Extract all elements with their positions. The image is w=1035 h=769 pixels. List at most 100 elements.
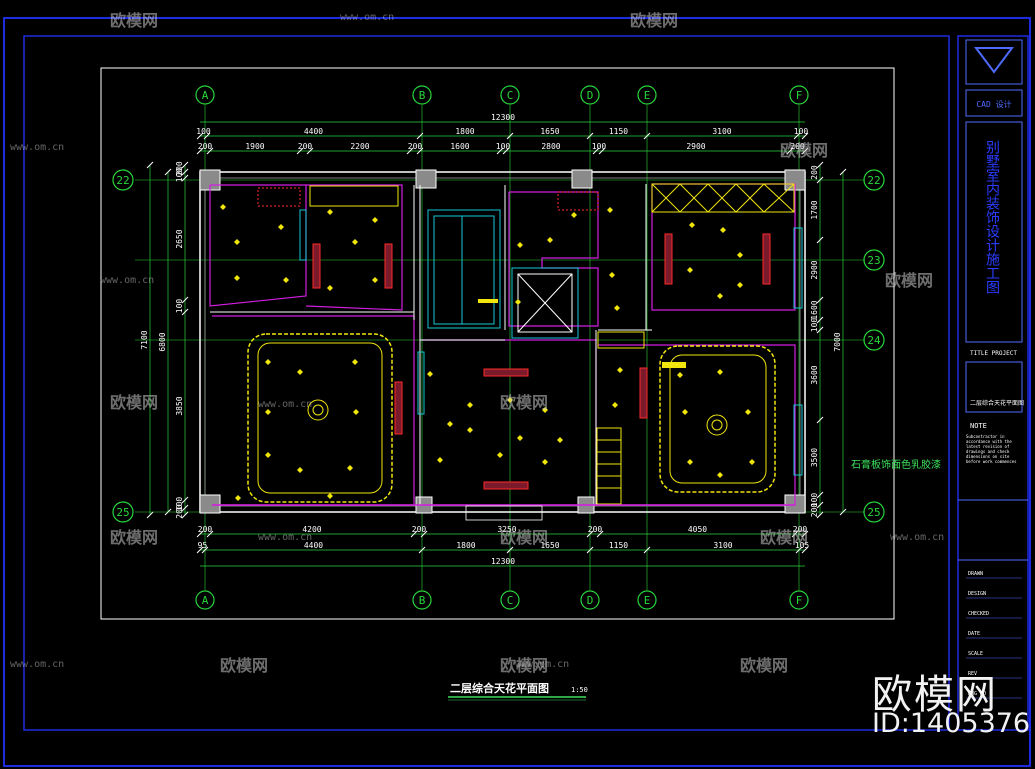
axis-label-A: A bbox=[202, 594, 209, 607]
dimension-label: 200 bbox=[790, 142, 805, 151]
downlight-icon bbox=[507, 397, 513, 403]
linear-lights bbox=[312, 233, 771, 490]
dimension-label: 95 bbox=[198, 541, 208, 550]
url-watermark: www.om.cn bbox=[258, 532, 312, 543]
title-block-field-label: DESIGN bbox=[968, 591, 986, 597]
downlight-icon bbox=[717, 369, 723, 375]
downlight-icon bbox=[467, 402, 473, 408]
dimension-label: 7000 bbox=[833, 332, 842, 351]
dimension-label: 200 bbox=[810, 503, 819, 518]
downlight-icon bbox=[617, 367, 623, 373]
inner-frame bbox=[23, 35, 950, 731]
axis-bubble-C bbox=[500, 590, 520, 610]
axis-label-D: D bbox=[587, 89, 594, 102]
downlight-icon bbox=[278, 224, 284, 230]
downlight-icon bbox=[265, 409, 271, 415]
dimension-label: 100 bbox=[175, 168, 184, 183]
axis-bubble-F bbox=[789, 85, 809, 105]
brand-watermark: 欧模网 bbox=[500, 528, 548, 547]
axis-label-E: E bbox=[644, 89, 651, 102]
brand-watermark: 欧模网 bbox=[740, 656, 788, 675]
ceiling-annotation: 石膏板饰面色乳胶漆 bbox=[851, 458, 941, 471]
downlight-icon bbox=[517, 242, 523, 248]
stair-shaft bbox=[427, 209, 579, 339]
company-line: CAD 设计 bbox=[976, 99, 1011, 109]
axis-bubble-A bbox=[195, 590, 215, 610]
title-block-field-label: DATE bbox=[968, 631, 980, 637]
axis-bubble-22 bbox=[863, 169, 885, 191]
downlight-icon bbox=[612, 402, 618, 408]
dimension-label: 1700 bbox=[810, 200, 819, 219]
axis-label-22: 22 bbox=[116, 174, 129, 187]
brand-watermark: 欧模网 bbox=[500, 393, 548, 412]
dimension-label: 4400 bbox=[304, 541, 323, 550]
downlight-icon bbox=[352, 359, 358, 365]
axis-bubble-B bbox=[412, 85, 432, 105]
note-label: NOTE bbox=[970, 422, 987, 430]
axis-label-F: F bbox=[796, 89, 803, 102]
drawing-scale: 1:50 bbox=[571, 686, 588, 694]
downlight-icon bbox=[517, 435, 523, 441]
dimension-label: 1900 bbox=[245, 142, 264, 151]
downlight-icon bbox=[607, 207, 613, 213]
downlight-icon bbox=[347, 465, 353, 471]
downlight-icon bbox=[447, 421, 453, 427]
floor-plan bbox=[199, 169, 806, 521]
dimension-label: 200 bbox=[412, 525, 427, 534]
drawing-title: 二层综合天花平面图 bbox=[450, 681, 549, 695]
axis-bubble-23 bbox=[863, 249, 885, 271]
downlight-icon bbox=[542, 459, 548, 465]
downlight-icon bbox=[571, 212, 577, 218]
downlight-icon bbox=[737, 252, 743, 258]
downlight-icon bbox=[682, 409, 688, 415]
title-block: CAD 设计 别墅室内装饰设计施工图 TITLE PROJECT 二层综合天花平… bbox=[957, 35, 1029, 731]
dimension-label: 4400 bbox=[304, 127, 323, 136]
axis-label-22: 22 bbox=[867, 174, 880, 187]
dimension-label: 200 bbox=[198, 525, 213, 534]
sheet-border bbox=[100, 67, 895, 620]
downlight-icon bbox=[234, 275, 240, 281]
axis-bubble-C bbox=[500, 85, 520, 105]
downlight-icon bbox=[749, 459, 755, 465]
dimension-label: 1600 bbox=[450, 142, 469, 151]
downlight-icon bbox=[220, 204, 226, 210]
title-block-field-label: CHECKED bbox=[968, 611, 989, 617]
axis-bubble-F bbox=[789, 590, 809, 610]
axis-label-B: B bbox=[419, 594, 426, 607]
url-watermark: www.om.cn bbox=[10, 659, 64, 670]
coffer-ceilings bbox=[247, 333, 776, 503]
axis-bubble-B bbox=[412, 590, 432, 610]
image-id-watermark: ID:1405376 bbox=[872, 708, 1031, 739]
note-text: Subcontractor in accordance with the lat… bbox=[966, 434, 1017, 464]
dimension-label: 3850 bbox=[175, 396, 184, 415]
dimension-label: 100 bbox=[496, 142, 511, 151]
dimension-label: 7100 bbox=[140, 330, 149, 349]
downlight-icon bbox=[720, 227, 726, 233]
dimension-total-bottom: 12300 bbox=[491, 557, 515, 566]
axis-label-25: 25 bbox=[116, 506, 129, 519]
title-block-field-label: DRAWN bbox=[968, 571, 983, 577]
downlight-icon bbox=[327, 493, 333, 499]
downlight-icon bbox=[353, 409, 359, 415]
brand-watermark: 欧模网 bbox=[110, 393, 158, 412]
axis-bubble-E bbox=[637, 85, 657, 105]
title-block-drawing-name: 二层综合天花平面图 bbox=[970, 399, 1024, 407]
title-block-field-label: REV bbox=[968, 671, 977, 677]
axis-label-E: E bbox=[644, 594, 651, 607]
url-watermark: www.om.cn bbox=[258, 399, 312, 410]
axis-bubble-D bbox=[580, 85, 600, 105]
downlight-icon bbox=[745, 409, 751, 415]
dimension-label: 100 bbox=[794, 127, 809, 136]
url-watermark: www.om.cn bbox=[515, 659, 569, 670]
downlight-icon bbox=[327, 285, 333, 291]
structural-columns bbox=[199, 169, 806, 514]
dimension-label: 6800 bbox=[158, 332, 167, 351]
company-logo-icon bbox=[974, 47, 1014, 74]
downlight-icon bbox=[547, 237, 553, 243]
chandelier-icon bbox=[307, 399, 728, 436]
downlight-icon bbox=[717, 472, 723, 478]
downlights bbox=[220, 204, 755, 501]
dimension-label: 200 bbox=[408, 142, 423, 151]
axis-bubble-E bbox=[637, 590, 657, 610]
